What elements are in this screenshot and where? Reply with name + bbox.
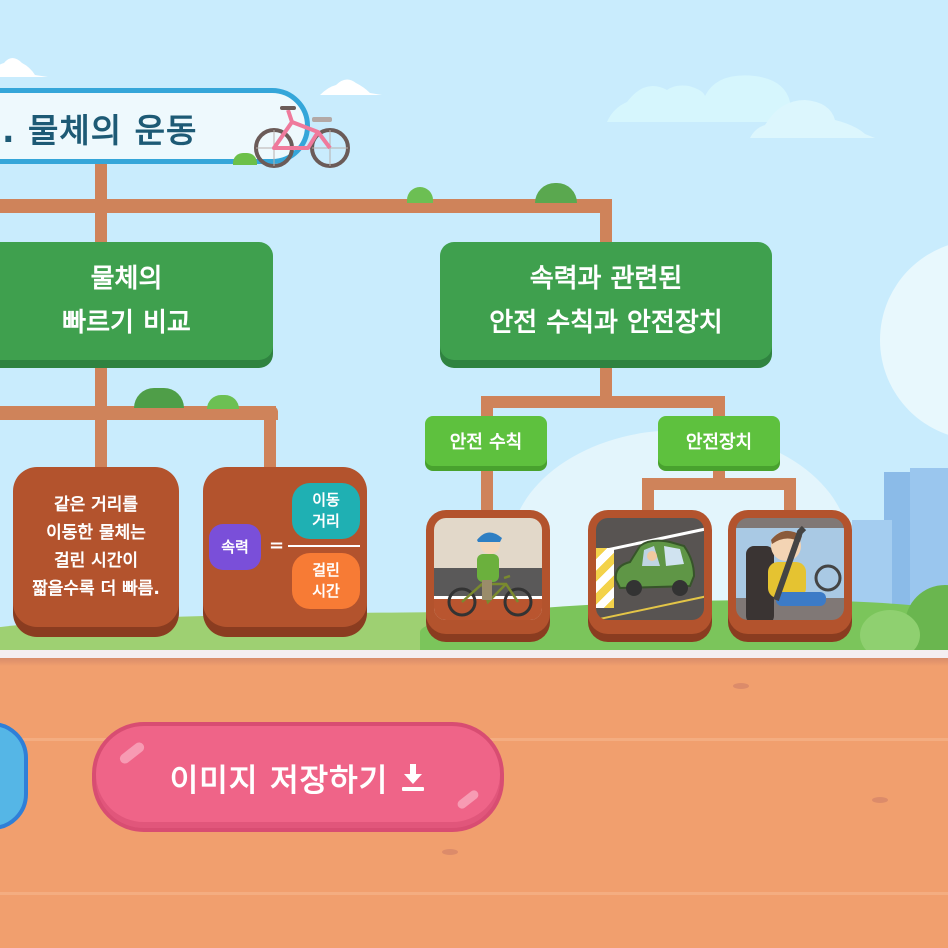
title-sign [0, 88, 310, 164]
cloud-decoration [880, 240, 948, 440]
bush-decoration [134, 388, 184, 408]
grass-decoration [233, 153, 257, 165]
category-speed-comparison[interactable]: 물체의 빠르기 비교 [0, 242, 273, 360]
connector-line [481, 466, 493, 516]
card-text-line: 이동한 물체는 [46, 523, 146, 543]
button-gloss [455, 788, 481, 811]
page-title: . 물체의 운동 [2, 111, 198, 150]
connector-line [0, 199, 612, 213]
image-car-speed-bump[interactable] [588, 510, 712, 634]
formula-numerator-line: 거리 [312, 512, 340, 530]
button-gloss [117, 740, 147, 766]
card-text-line: 짧을수록 더 빠름. [32, 579, 160, 599]
bush-decoration [207, 395, 239, 409]
card-text: 같은 거리를 이동한 물체는 걸린 시간이 짧을수록 더 빠름. [13, 491, 179, 603]
connector-line [0, 406, 278, 420]
bush-decoration [860, 610, 920, 650]
connector-line [264, 406, 276, 470]
sub-label-safety-devices[interactable]: 안전장치 [658, 416, 780, 466]
bush-decoration [535, 183, 577, 203]
floor-edge [0, 658, 948, 666]
formula-denominator-line: 걸린 [312, 561, 340, 579]
formula-card-speed: 속력 = 이동 거리 걸린 시간 [203, 467, 367, 627]
card-text-line: 걸린 시간이 [53, 551, 139, 571]
bush-decoration [407, 187, 433, 203]
seatbelt-illustration [736, 518, 844, 620]
mindmap-canvas: . 물체의 운동 물체의 빠르기 비교 속력과 관련된 안전 수칙과 안전장치 … [0, 0, 948, 650]
formula-numerator-pill: 이동 거리 [292, 483, 360, 539]
category-title-line: 빠르기 비교 [62, 308, 191, 338]
bicycle-safety-illustration [434, 518, 542, 620]
image-child-riding-bicycle[interactable] [426, 510, 550, 634]
formula-equals: = [269, 535, 285, 556]
floor-spot [872, 797, 888, 803]
text-card-speed-rule: 같은 거리를 이동한 물체는 걸린 시간이 짧을수록 더 빠름. [13, 467, 179, 627]
connector-line [600, 365, 612, 399]
speed-bump-illustration [596, 518, 704, 620]
formula-speed-pill: 속력 [209, 524, 261, 570]
connector-line [600, 199, 612, 249]
connector-line [481, 396, 725, 408]
floor-spot [442, 849, 458, 855]
bicycle-icon [254, 106, 350, 168]
cloud-decoration [320, 79, 382, 95]
ground-divider [0, 650, 948, 658]
building-decoration [852, 520, 892, 610]
formula-denominator-pill: 걸린 시간 [292, 553, 360, 609]
card-text-line: 같은 거리를 [53, 495, 139, 515]
download-icon [402, 764, 425, 791]
category-title-line: 안전 수칙과 안전장치 [489, 308, 723, 338]
connector-line [784, 478, 796, 514]
image-child-wearing-seatbelt[interactable] [728, 510, 852, 634]
cloud-decoration [0, 58, 48, 77]
save-image-button[interactable]: 이미지 저장하기 [92, 722, 504, 832]
category-safety[interactable]: 속력과 관련된 안전 수칙과 안전장치 [440, 242, 772, 360]
category-title-line: 물체의 [90, 264, 163, 294]
fraction-bar [288, 545, 360, 547]
floor-line [0, 892, 948, 895]
formula-numerator-line: 이동 [312, 491, 340, 509]
building-decoration [910, 468, 948, 608]
sub-label-safety-rules[interactable]: 안전 수칙 [425, 416, 547, 466]
formula-denominator-line: 시간 [312, 582, 340, 600]
connector-line [642, 478, 654, 514]
connector-line [642, 478, 796, 490]
floor-spot [733, 683, 749, 689]
cloud-decoration [607, 75, 875, 138]
save-image-label: 이미지 저장하기 [169, 762, 389, 799]
category-title-line: 속력과 관련된 [529, 264, 683, 294]
